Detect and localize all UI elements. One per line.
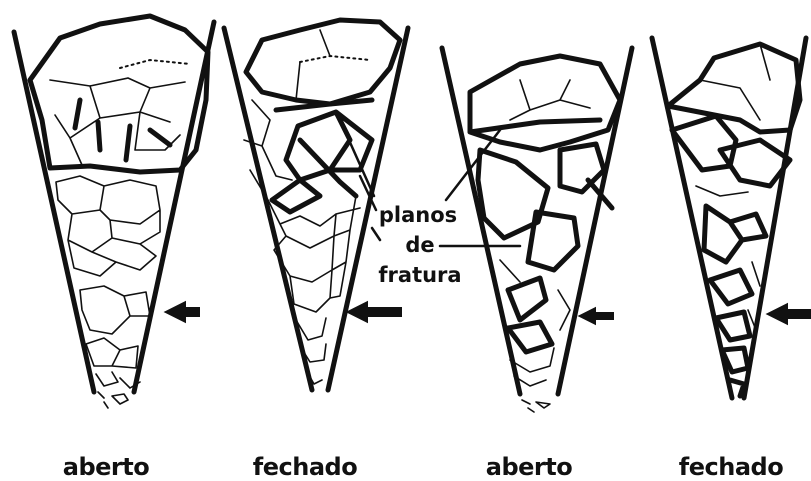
cone-2-closed: fechado bbox=[224, 20, 408, 481]
cone-2-top-cracks bbox=[296, 30, 330, 100]
cone-1-open: aberto bbox=[14, 16, 214, 481]
cone-2-caption: fechado bbox=[253, 453, 357, 481]
cone-1-caption: aberto bbox=[63, 453, 149, 481]
cone-4-arrow bbox=[770, 306, 811, 322]
cone-4-caption: fechado bbox=[679, 453, 783, 481]
cone-3-open: aberto bbox=[442, 48, 632, 481]
cone-1-rock-cracks bbox=[50, 78, 185, 165]
cone-4-rocks bbox=[668, 44, 800, 396]
fracture-label-line-1: planos bbox=[379, 203, 457, 227]
cone-1-arrow bbox=[168, 304, 198, 320]
cone-3-caption: aberto bbox=[486, 453, 572, 481]
cone-1-wall-right bbox=[134, 22, 214, 392]
cone-2-arrow bbox=[350, 304, 400, 320]
cone-3-arrow bbox=[582, 310, 612, 322]
cone-2-dotted-crack bbox=[300, 56, 370, 62]
cone-3-fine-chips bbox=[522, 400, 550, 412]
cone-1-large-rock bbox=[30, 16, 208, 172]
cone-4-closed: fechado bbox=[652, 38, 811, 481]
fracture-label-line-2: de bbox=[405, 233, 434, 257]
cone-2-top-rock bbox=[246, 20, 400, 104]
cone-1-fine-chips bbox=[98, 392, 128, 408]
fracture-label-line-3: fratura bbox=[378, 263, 461, 287]
cone-1-dotted-crack bbox=[120, 60, 190, 68]
cone-1-rock-bold-cracks bbox=[75, 100, 170, 160]
